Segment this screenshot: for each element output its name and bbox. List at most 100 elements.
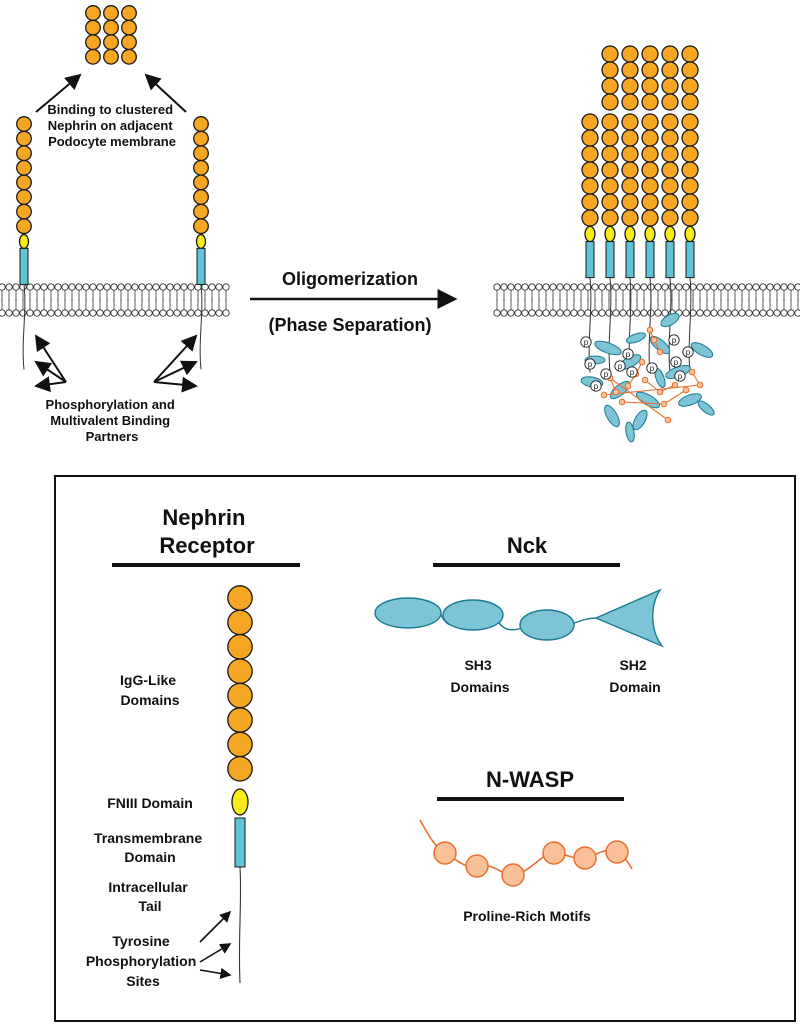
lipid-head bbox=[612, 283, 620, 291]
proline-rich-motif bbox=[646, 326, 654, 334]
nephrin-monomer-pair bbox=[16, 116, 209, 370]
lipid-head bbox=[493, 309, 501, 317]
nck-domain bbox=[626, 332, 646, 344]
fniii-domain bbox=[195, 233, 207, 250]
lipid-head bbox=[745, 309, 753, 317]
igg-domain bbox=[121, 34, 137, 51]
proline-rich-motif bbox=[682, 386, 690, 394]
phospho-marker bbox=[646, 362, 658, 374]
nwasp-linker bbox=[663, 389, 687, 405]
igg-domain bbox=[85, 48, 101, 65]
lipid-head bbox=[180, 309, 188, 317]
lipid-head bbox=[40, 309, 48, 317]
proline-rich-motif bbox=[696, 381, 704, 389]
lipid-head bbox=[208, 309, 216, 317]
lipid-head bbox=[570, 283, 578, 291]
igg-domain bbox=[681, 209, 699, 227]
lipid-head bbox=[738, 283, 746, 291]
fniii-domain bbox=[231, 788, 249, 816]
lipid-head bbox=[710, 309, 718, 317]
igg-domain bbox=[227, 731, 253, 758]
igg-domain bbox=[621, 177, 639, 195]
proline-rich-motif bbox=[605, 840, 629, 864]
lipid-head bbox=[187, 309, 195, 317]
tyrosine-arrows bbox=[199, 910, 232, 979]
phase-separation-label: (Phase Separation) bbox=[268, 315, 431, 335]
igg-domain bbox=[103, 19, 119, 36]
phospho-label: p bbox=[584, 338, 589, 347]
igg-domain bbox=[227, 755, 253, 782]
tyrosine-sites-label: Tyrosine Phosphorylation Sites bbox=[86, 933, 200, 989]
lipid-head bbox=[117, 309, 125, 317]
lipid-head bbox=[89, 283, 97, 291]
lipid-head bbox=[521, 309, 529, 317]
lipid-head bbox=[145, 283, 153, 291]
fniii-domain bbox=[18, 233, 30, 250]
igg-domain bbox=[601, 193, 619, 211]
lipid-head bbox=[794, 309, 800, 317]
phosphorylation-label: Phosphorylation and Multivalent Binding … bbox=[46, 397, 179, 444]
phospho-marker bbox=[670, 356, 682, 368]
lipid-head bbox=[752, 283, 760, 291]
phosphorylation-arrows bbox=[34, 334, 198, 393]
phospho-label: p bbox=[594, 382, 599, 391]
lipid-head bbox=[780, 309, 788, 317]
phospho-marker bbox=[668, 334, 680, 346]
igg-domain bbox=[581, 145, 599, 163]
lipid-head bbox=[640, 309, 648, 317]
proline-rich-motif bbox=[624, 382, 632, 390]
proline-rich-motif bbox=[656, 388, 664, 396]
igg-domain bbox=[621, 77, 639, 95]
lipid-head bbox=[759, 283, 767, 291]
lipid-head bbox=[605, 309, 613, 317]
proline-rich-motif bbox=[688, 368, 696, 376]
lipid-head bbox=[173, 283, 181, 291]
igg-domain bbox=[85, 5, 101, 21]
igg-domain bbox=[681, 77, 699, 95]
phospho-label: p bbox=[678, 372, 683, 381]
proline-rich-label: Proline-Rich Motifs bbox=[463, 908, 591, 924]
igg-domain bbox=[661, 161, 679, 179]
lipid-head bbox=[103, 283, 111, 291]
lipid-head bbox=[654, 283, 662, 291]
lipid-head bbox=[577, 309, 585, 317]
proline-rich-motif bbox=[433, 841, 457, 865]
lipid-head bbox=[180, 283, 188, 291]
lipid-head bbox=[61, 309, 69, 317]
clustered-nephrin-adjacent bbox=[85, 5, 137, 65]
igg-domain bbox=[621, 61, 639, 79]
lipid-head bbox=[33, 309, 41, 317]
proline-rich-motif bbox=[612, 388, 620, 396]
intracellular-tail bbox=[22, 284, 26, 370]
igg-domain bbox=[16, 218, 32, 235]
lipid-head bbox=[19, 309, 27, 317]
igg-domain bbox=[16, 203, 32, 220]
igg-domain bbox=[601, 77, 619, 95]
lipid-head bbox=[535, 283, 543, 291]
lipid-head bbox=[591, 283, 599, 291]
igg-domain bbox=[621, 93, 639, 111]
sh3-label: SH3 Domains bbox=[450, 657, 509, 695]
nephrin-receptor-schematic bbox=[227, 585, 253, 984]
lipid-head bbox=[33, 283, 41, 291]
lipid-head bbox=[110, 283, 118, 291]
lipid-head bbox=[689, 309, 697, 317]
lipid-head bbox=[159, 283, 167, 291]
lipid-head bbox=[598, 309, 606, 317]
igg-domain bbox=[681, 193, 699, 211]
igg-domain bbox=[661, 61, 679, 79]
nck-domain bbox=[632, 409, 648, 431]
igg-domain bbox=[641, 77, 659, 95]
transmembrane-label: Transmembrane Domain bbox=[94, 830, 206, 865]
lipid-head bbox=[773, 283, 781, 291]
lipid-head bbox=[682, 283, 690, 291]
lipid-head bbox=[68, 283, 76, 291]
nck-domain bbox=[625, 421, 635, 443]
nwasp-linker bbox=[621, 401, 665, 405]
igg-domain bbox=[581, 113, 599, 131]
lipid-head bbox=[152, 283, 160, 291]
intracellular-tail bbox=[688, 277, 692, 373]
sh3-domain bbox=[519, 609, 575, 641]
nwasp-schematic bbox=[419, 819, 633, 887]
lipid-bilayer-right bbox=[493, 283, 800, 317]
